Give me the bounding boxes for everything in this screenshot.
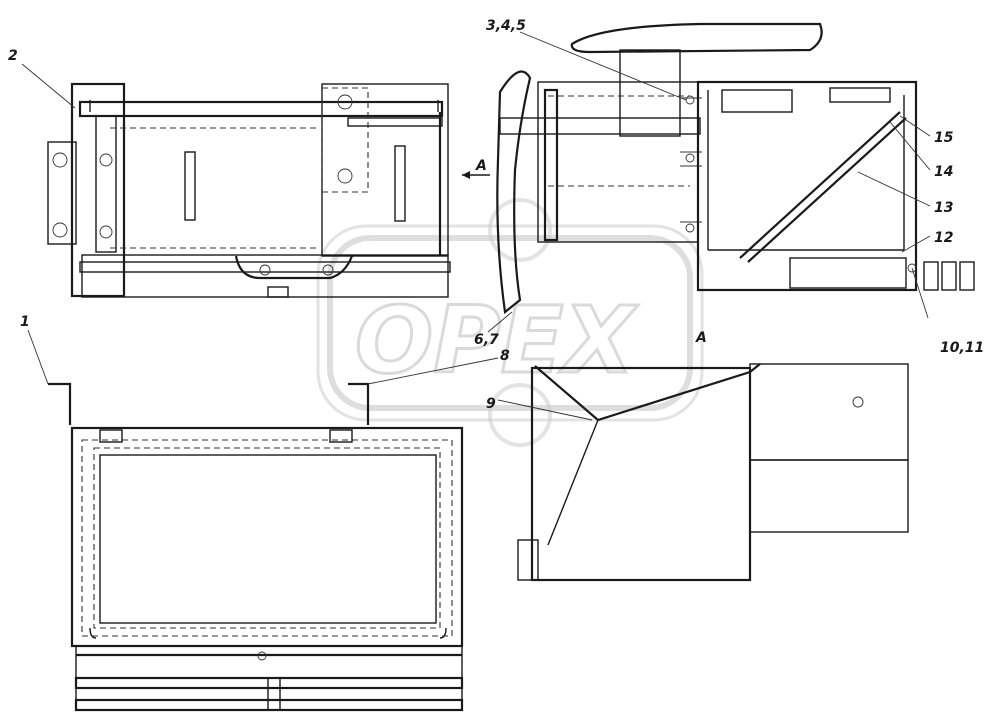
callout-13: 13 — [934, 200, 953, 216]
view-a-title: A — [695, 330, 707, 346]
callout-10-11: 10,11 — [940, 340, 984, 356]
top-right-view — [496, 22, 975, 315]
callout-1: 1 — [20, 314, 30, 330]
top-left-view — [47, 82, 451, 298]
watermark: OPEX — [316, 198, 704, 447]
callout-3-4-5: 3,4,5 — [486, 18, 526, 34]
view-a: A — [517, 330, 909, 582]
callout-2: 2 — [8, 48, 18, 64]
view-arrow: A — [462, 158, 490, 179]
callout-14: 14 — [934, 164, 953, 180]
leader-lines — [21, 31, 931, 421]
bottom-left-view — [48, 382, 464, 712]
callout-6-7: 6,7 — [474, 332, 499, 348]
callout-8: 8 — [500, 348, 510, 364]
view-arrow-label: A — [475, 158, 487, 174]
callout-labels: 2 1 3,4,5 6,7 8 9 10,11 12 13 14 15 — [8, 18, 984, 412]
callout-12: 12 — [934, 230, 953, 246]
callout-9: 9 — [486, 396, 496, 412]
callout-15: 15 — [934, 130, 954, 146]
watermark-text: OPEX — [355, 287, 638, 394]
